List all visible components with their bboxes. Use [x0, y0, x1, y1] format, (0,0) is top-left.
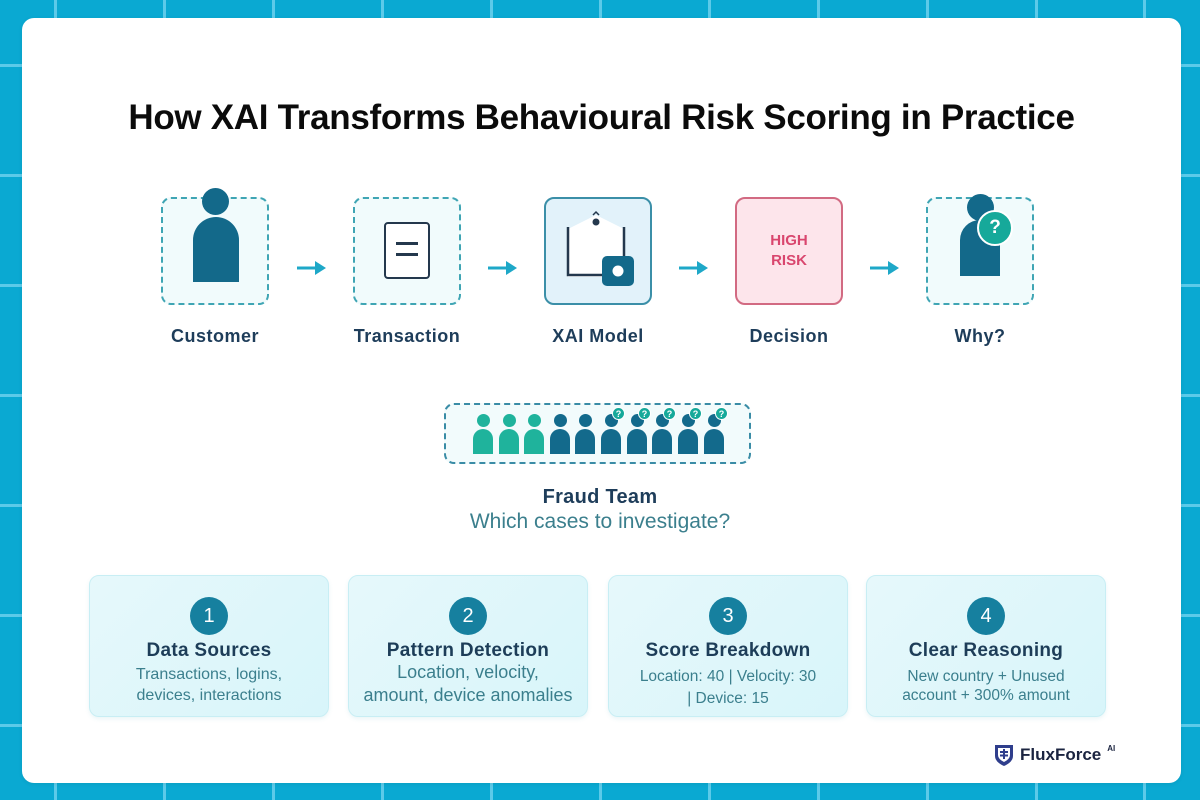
flow-step-customer: Customer	[161, 188, 269, 346]
card-desc-line: Location: 40 | Velocity: 30	[639, 668, 817, 685]
team-member-question-icon: ?	[678, 407, 702, 455]
step-label: Customer	[170, 326, 259, 346]
card-desc-line: | Device: 15	[687, 690, 769, 707]
risk-line-1: HIGH	[770, 232, 808, 249]
arrow-right-icon	[488, 261, 517, 275]
card-title: Clear Reasoning	[908, 640, 1064, 661]
arrow-right-icon	[870, 261, 899, 275]
arrow-right-icon	[297, 261, 326, 275]
team-member-icon	[524, 410, 544, 455]
logo-superscript: AI	[1107, 743, 1116, 753]
fraud-team-group: ? ? ? ? ?	[444, 403, 751, 464]
question-badge: ?	[977, 210, 1013, 246]
step-number-badge: 3	[709, 597, 747, 635]
step-number-badge: 4	[967, 597, 1005, 635]
flow-step-decision: HIGH RISK Decision	[735, 197, 843, 346]
flow-step-why: ? Why?	[926, 194, 1034, 346]
team-member-question-icon: ?	[627, 407, 651, 455]
card-desc-line: Location, velocity,	[397, 662, 539, 682]
team-member-icon	[575, 410, 595, 455]
card-title: Pattern Detection	[386, 640, 550, 661]
card-desc-line: amount, device anomalies	[363, 685, 573, 705]
info-card-data-sources: 1 Data Sources Transactions, logins, dev…	[89, 575, 329, 717]
logo-text: FluxForce	[1020, 745, 1102, 764]
step-number-badge: 2	[449, 597, 487, 635]
team-member-icon	[499, 410, 519, 455]
step-label: Why?	[954, 326, 1006, 346]
team-member-question-icon: ?	[704, 407, 728, 455]
team-member-icon	[550, 410, 570, 455]
flow-step-transaction: Transaction	[353, 197, 461, 346]
team-member-question-icon: ?	[601, 407, 625, 455]
shield-icon	[995, 745, 1013, 766]
step-label: Transaction	[353, 326, 461, 346]
card-desc-line: Transactions, logins,	[135, 666, 283, 683]
flow-step-xai-model: XAI Model	[544, 197, 652, 346]
risk-badge	[735, 197, 843, 305]
team-title: Fraud Team	[542, 486, 658, 508]
team-member-question-icon: ?	[652, 407, 676, 455]
risk-line-2: RISK	[771, 252, 807, 269]
step-number-badge: 1	[190, 597, 228, 635]
team-subtitle: Which cases to investigate?	[469, 510, 731, 533]
page-title: How XAI Transforms Behavioural Risk Scor…	[128, 98, 1075, 137]
team-member-icon	[473, 410, 493, 455]
card-desc-line: account + 300% amount	[902, 687, 1070, 704]
model-icon	[566, 210, 634, 286]
step-label: Decision	[749, 326, 829, 346]
card-desc-line: devices, interactions	[136, 687, 282, 704]
card-title: Data Sources	[146, 640, 272, 661]
info-card-score-breakdown: 3 Score Breakdown Location: 40 | Velocit…	[608, 575, 848, 717]
risk-text: HIGH RISK	[735, 197, 843, 305]
card-title: Score Breakdown	[645, 640, 811, 661]
brand-logo: FluxForce AI	[993, 743, 1115, 767]
arrow-right-icon	[679, 261, 708, 275]
info-card-pattern-detection: 2 Pattern Detection Location, velocity, …	[348, 575, 588, 717]
step-label: XAI Model	[552, 326, 644, 346]
document-icon	[384, 222, 430, 279]
info-card-clear-reasoning: 4 Clear Reasoning New country + Unused a…	[866, 575, 1106, 717]
card-desc-line: New country + Unused	[907, 668, 1065, 685]
